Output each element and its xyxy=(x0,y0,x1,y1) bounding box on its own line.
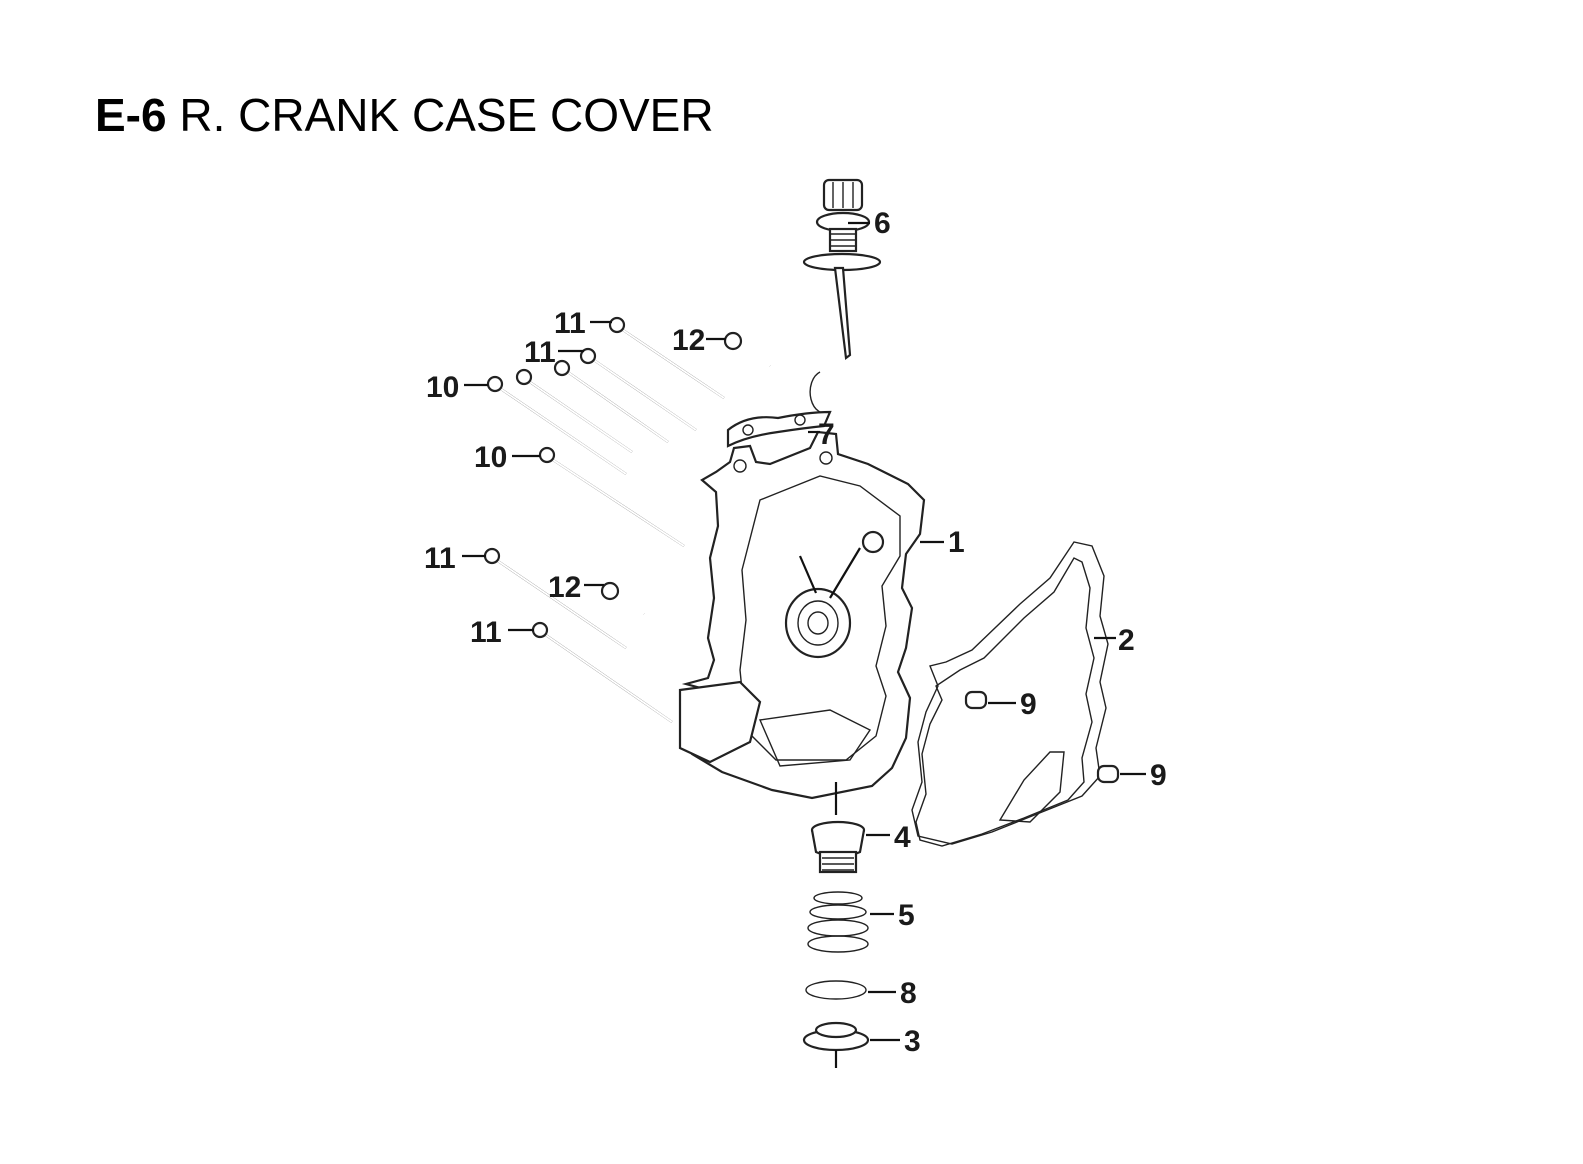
section-code: E-6 xyxy=(95,89,167,141)
callout-1: 1 xyxy=(948,526,965,559)
callout-12: 12 xyxy=(672,324,705,357)
callout-10: 10 xyxy=(426,371,459,404)
callout-12: 12 xyxy=(548,571,581,604)
callout-8: 8 xyxy=(900,977,917,1010)
page-title: E-6 R. CRANK CASE COVER xyxy=(95,92,714,138)
bolt-12-top xyxy=(723,331,771,368)
callout-4: 4 xyxy=(894,821,911,854)
bolt-11-bottom xyxy=(531,621,673,723)
bolt-12-lower xyxy=(600,581,645,616)
callout-labels: 6 11 12 11 10 7 10 1 2 11 12 11 9 9 4 5 … xyxy=(424,207,1167,1058)
callout-11: 11 xyxy=(524,336,556,369)
strainer-stack xyxy=(802,820,870,1068)
callout-11: 11 xyxy=(470,616,502,649)
dowel-pins xyxy=(964,690,1120,784)
callout-3: 3 xyxy=(904,1025,921,1058)
callout-6: 6 xyxy=(874,207,891,240)
bolt-extra-b xyxy=(515,368,633,453)
callout-11: 11 xyxy=(554,307,586,340)
callout-7: 7 xyxy=(818,418,835,451)
callout-11: 11 xyxy=(424,542,456,575)
bolt-11-third xyxy=(483,547,627,649)
crank-case-cover xyxy=(678,430,926,815)
bolt-extra-a xyxy=(553,359,669,443)
callout-9: 9 xyxy=(1150,759,1167,792)
oring-and-clip xyxy=(726,371,832,448)
gasket xyxy=(911,541,1109,847)
callout-2: 2 xyxy=(1118,624,1135,657)
bolt-10-top xyxy=(486,375,627,475)
callout-9: 9 xyxy=(1020,688,1037,721)
section-title: R. CRANK CASE COVER xyxy=(179,89,714,141)
bolt-11-top xyxy=(608,316,725,399)
callout-5: 5 xyxy=(898,899,915,932)
bolt-10-second xyxy=(538,446,685,547)
bolt-11-second xyxy=(579,347,697,431)
bolts xyxy=(483,316,771,723)
dipstick-cap xyxy=(802,178,882,361)
leader-lines xyxy=(462,221,1146,1042)
callout-10: 10 xyxy=(474,441,507,474)
